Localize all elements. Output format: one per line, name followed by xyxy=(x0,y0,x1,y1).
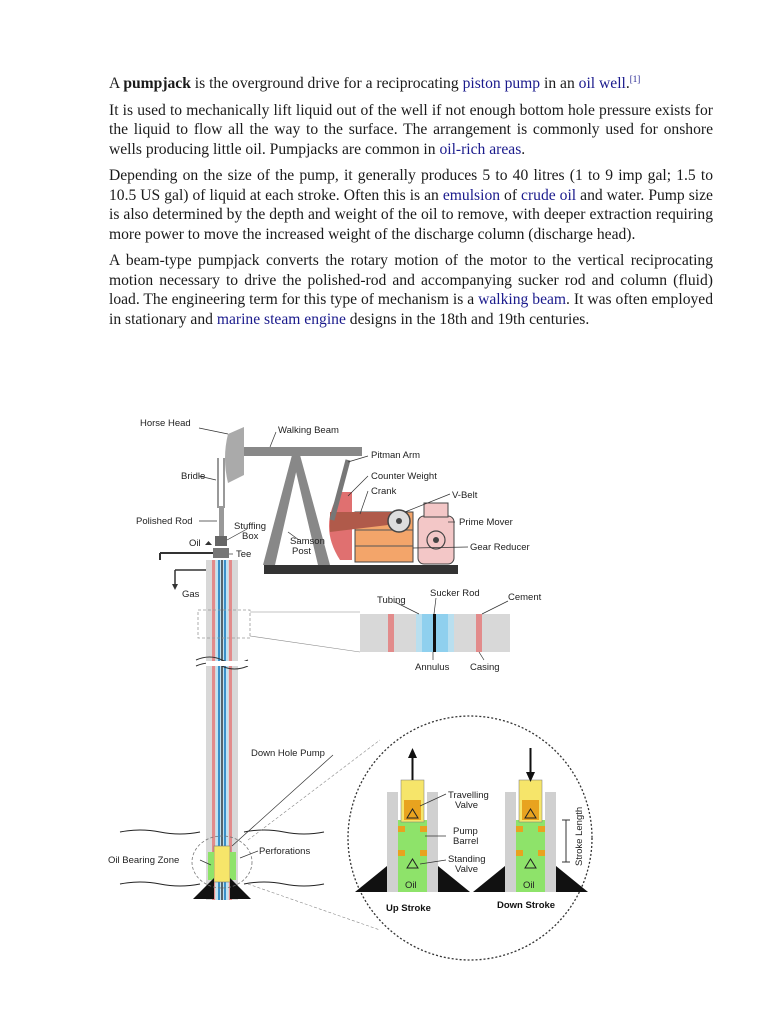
label-oil-up: Oil xyxy=(405,880,417,891)
label-prime-mover: Prime Mover xyxy=(459,517,513,528)
label-down-stroke: Down Stroke xyxy=(497,900,555,911)
label-travelling: Travelling xyxy=(448,790,489,801)
reference-link[interactable]: [1] xyxy=(629,74,641,84)
label-post: Post xyxy=(292,546,311,557)
oil-bearing-zone xyxy=(193,878,214,899)
pump-detail-circle xyxy=(347,715,593,961)
label-oil: Oil xyxy=(189,538,201,549)
up-stroke-pump xyxy=(355,748,470,892)
label-pitman-arm: Pitman Arm xyxy=(371,450,420,461)
label-standing: Standing xyxy=(448,854,486,865)
label-up-stroke: Up Stroke xyxy=(386,903,431,914)
p4-text-b: . It was often employed in stationary an… xyxy=(109,291,713,328)
p4-text-a: A beam-type pumpjack converts the rotary… xyxy=(109,252,713,308)
p2-text-b: . xyxy=(521,140,526,158)
emulsion-link[interactable]: emulsion xyxy=(442,186,501,204)
label-pump: Pump xyxy=(453,826,478,837)
diagram-labels: Horse Head Walking Beam Pitman Arm Count… xyxy=(108,418,585,914)
label-perforations: Perforations xyxy=(259,846,310,857)
label-v-belt: V-Belt xyxy=(452,490,478,501)
label-polished-rod: Polished Rod xyxy=(136,516,193,527)
label-bridle: Bridle xyxy=(181,471,205,482)
label-standing-valve: Valve xyxy=(455,864,478,875)
cross-section-detail xyxy=(360,597,510,661)
oil-well-link[interactable]: oil well xyxy=(578,75,626,92)
pitman-arm xyxy=(329,459,351,521)
p2-text-a: It is used to mechanically lift liquid o… xyxy=(109,101,713,158)
crank xyxy=(330,512,396,532)
paragraph-1: A pumpjack is the overground drive for a… xyxy=(109,74,713,94)
label-stroke-length: Stroke Length xyxy=(574,807,585,866)
label-cement: Cement xyxy=(508,592,542,603)
polished-rod xyxy=(219,506,224,536)
label-counter-weight: Counter Weight xyxy=(371,471,437,482)
p3-text-b: of xyxy=(500,186,522,204)
horse-head xyxy=(225,427,244,483)
p3-text-c: and water. Pump size is also determined … xyxy=(109,186,713,243)
marine-steam-engine-link[interactable]: marine steam engine xyxy=(216,310,346,328)
wellhead xyxy=(159,506,229,590)
label-crank: Crank xyxy=(371,486,397,497)
label-annulus: Annulus xyxy=(415,662,450,673)
p1-text-d: . xyxy=(625,75,630,92)
label-oil-bearing-zone: Oil Bearing Zone xyxy=(108,855,179,866)
label-tubing: Tubing xyxy=(377,595,406,606)
walking-beam xyxy=(234,447,362,456)
piston-pump-link[interactable]: piston pump xyxy=(462,75,541,92)
label-casing: Casing xyxy=(470,662,500,673)
p1-text-b: is the overground drive for a reciprocat… xyxy=(190,75,463,92)
p1-text-c: in an xyxy=(540,75,579,92)
crude-oil-link[interactable]: crude oil xyxy=(521,186,577,204)
label-stuffing: Stuffing xyxy=(234,521,266,532)
label-gear-reducer: Gear Reducer xyxy=(470,542,530,553)
label-sucker-rod: Sucker Rod xyxy=(430,588,480,599)
label-walking-beam: Walking Beam xyxy=(278,425,339,436)
down-stroke-pump xyxy=(473,748,588,892)
label-box: Box xyxy=(242,531,259,542)
base-skid xyxy=(264,565,458,574)
label-samson: Samson xyxy=(290,536,325,547)
samson-post xyxy=(263,455,300,565)
tee-fitting xyxy=(213,548,229,558)
p4-text-c: designs in the 18th and 19th centuries. xyxy=(345,310,590,328)
label-oil-down: Oil xyxy=(523,880,535,891)
pumpjack-term: pumpjack xyxy=(123,75,191,92)
article-text: A pumpjack is the overground drive for a… xyxy=(109,74,713,336)
walking-beam-link[interactable]: walking beam xyxy=(478,291,567,308)
label-travelling-valve: Valve xyxy=(455,800,478,811)
stuffing-box xyxy=(215,536,227,546)
p3-text-a: Depending on the size of the pump, it ge… xyxy=(109,167,713,204)
label-gas: Gas xyxy=(182,589,200,600)
label-down-hole-pump: Down Hole Pump xyxy=(251,748,325,759)
oil-rich-areas-link[interactable]: oil-rich areas xyxy=(439,140,522,158)
paragraph-4: A beam-type pumpjack converts the rotary… xyxy=(109,251,713,329)
pumpjack-unit xyxy=(217,427,458,574)
paragraph-2: It is used to mechanically lift liquid o… xyxy=(109,101,713,160)
samson-post-rear xyxy=(292,455,330,565)
label-tee: Tee xyxy=(236,549,251,560)
well-bore xyxy=(119,560,381,931)
label-barrel: Barrel xyxy=(453,836,478,847)
down-hole-pump xyxy=(213,845,231,883)
p1-text-a: A xyxy=(109,75,124,92)
label-horse-head: Horse Head xyxy=(140,418,191,429)
paragraph-3: Depending on the size of the pump, it ge… xyxy=(109,166,713,244)
